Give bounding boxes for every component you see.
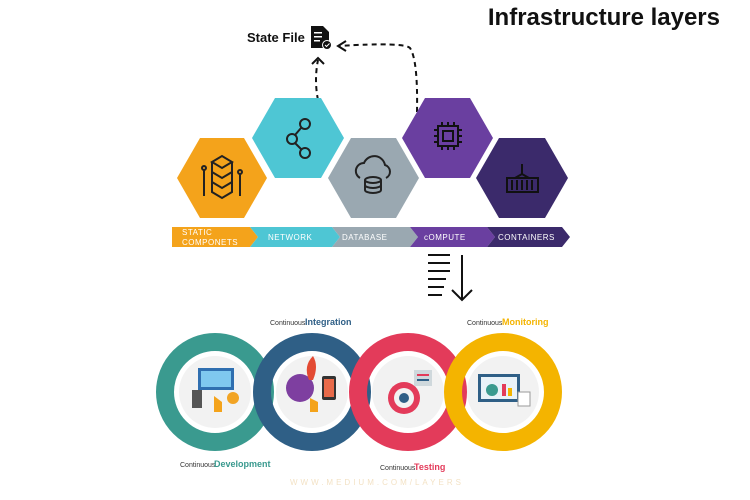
band-label-containers: CONTAINERS [498,233,555,242]
state-arrows [315,43,419,113]
testing-target-icon [388,370,432,414]
cycle-integration-name: Integration [305,317,352,327]
band-database [332,227,418,247]
band-label-compute: cOMPUTE [424,233,466,242]
hex-network [252,98,344,178]
cpu-chip-icon [434,122,462,150]
band-static [172,227,258,247]
monitoring-dashboard-icon [478,374,531,407]
band-label-network: NETWORK [268,233,313,242]
watermark-text: WWW.MEDIUM.COM/LAYERS [290,478,464,487]
arrow-network-to-state [315,59,319,101]
band-label-static-line1: STATIC [182,228,212,237]
hex-containers [476,138,568,218]
band-containers [487,227,570,247]
cycle-monitoring-prefix: Continuous [467,320,503,327]
arrow-compute-to-state [337,43,419,113]
band-network [250,227,340,247]
hex-compute [402,98,493,178]
rocket-launch-icon [286,356,336,412]
cycle-monitoring-name: Monitoring [502,317,549,327]
band-label-database: DATABASE [342,233,388,242]
cycle-testing-prefix: Continuous [380,465,416,472]
share-network-icon [286,118,311,159]
cycle-development-prefix: Continuous [180,462,216,469]
cycle-monitoring [444,333,562,451]
cycle-testing-name: Testing [414,462,445,472]
cycle-integration-prefix: Continuous [270,320,306,327]
developer-workstation-icon [192,368,239,412]
cycle-development-name: Development [214,459,271,469]
cycle-testing [349,333,467,451]
hex-database [328,138,419,218]
devops-cycle: Continuous Development Continuous Integr… [156,317,562,472]
sort-down-icon [428,254,473,302]
state-file-label: State File [247,30,305,45]
shipping-container-icon [506,164,539,193]
cycle-integration [253,333,371,451]
hex-static-components [177,138,267,218]
cloud-database-icon [354,155,391,194]
page-title: Infrastructure layers [487,4,720,31]
arrowhead-left-icon [336,40,347,52]
layer-label-band: STATIC COMPONETS NETWORK DATABASE cOMPUT… [172,227,570,247]
band-label-static-line2: COMPONETS [182,238,238,247]
arrowhead-up-icon [311,56,325,65]
database-stack-icon [201,154,243,200]
state-file-icon [311,26,332,50]
band-compute [410,227,495,247]
cycle-development [156,333,274,451]
